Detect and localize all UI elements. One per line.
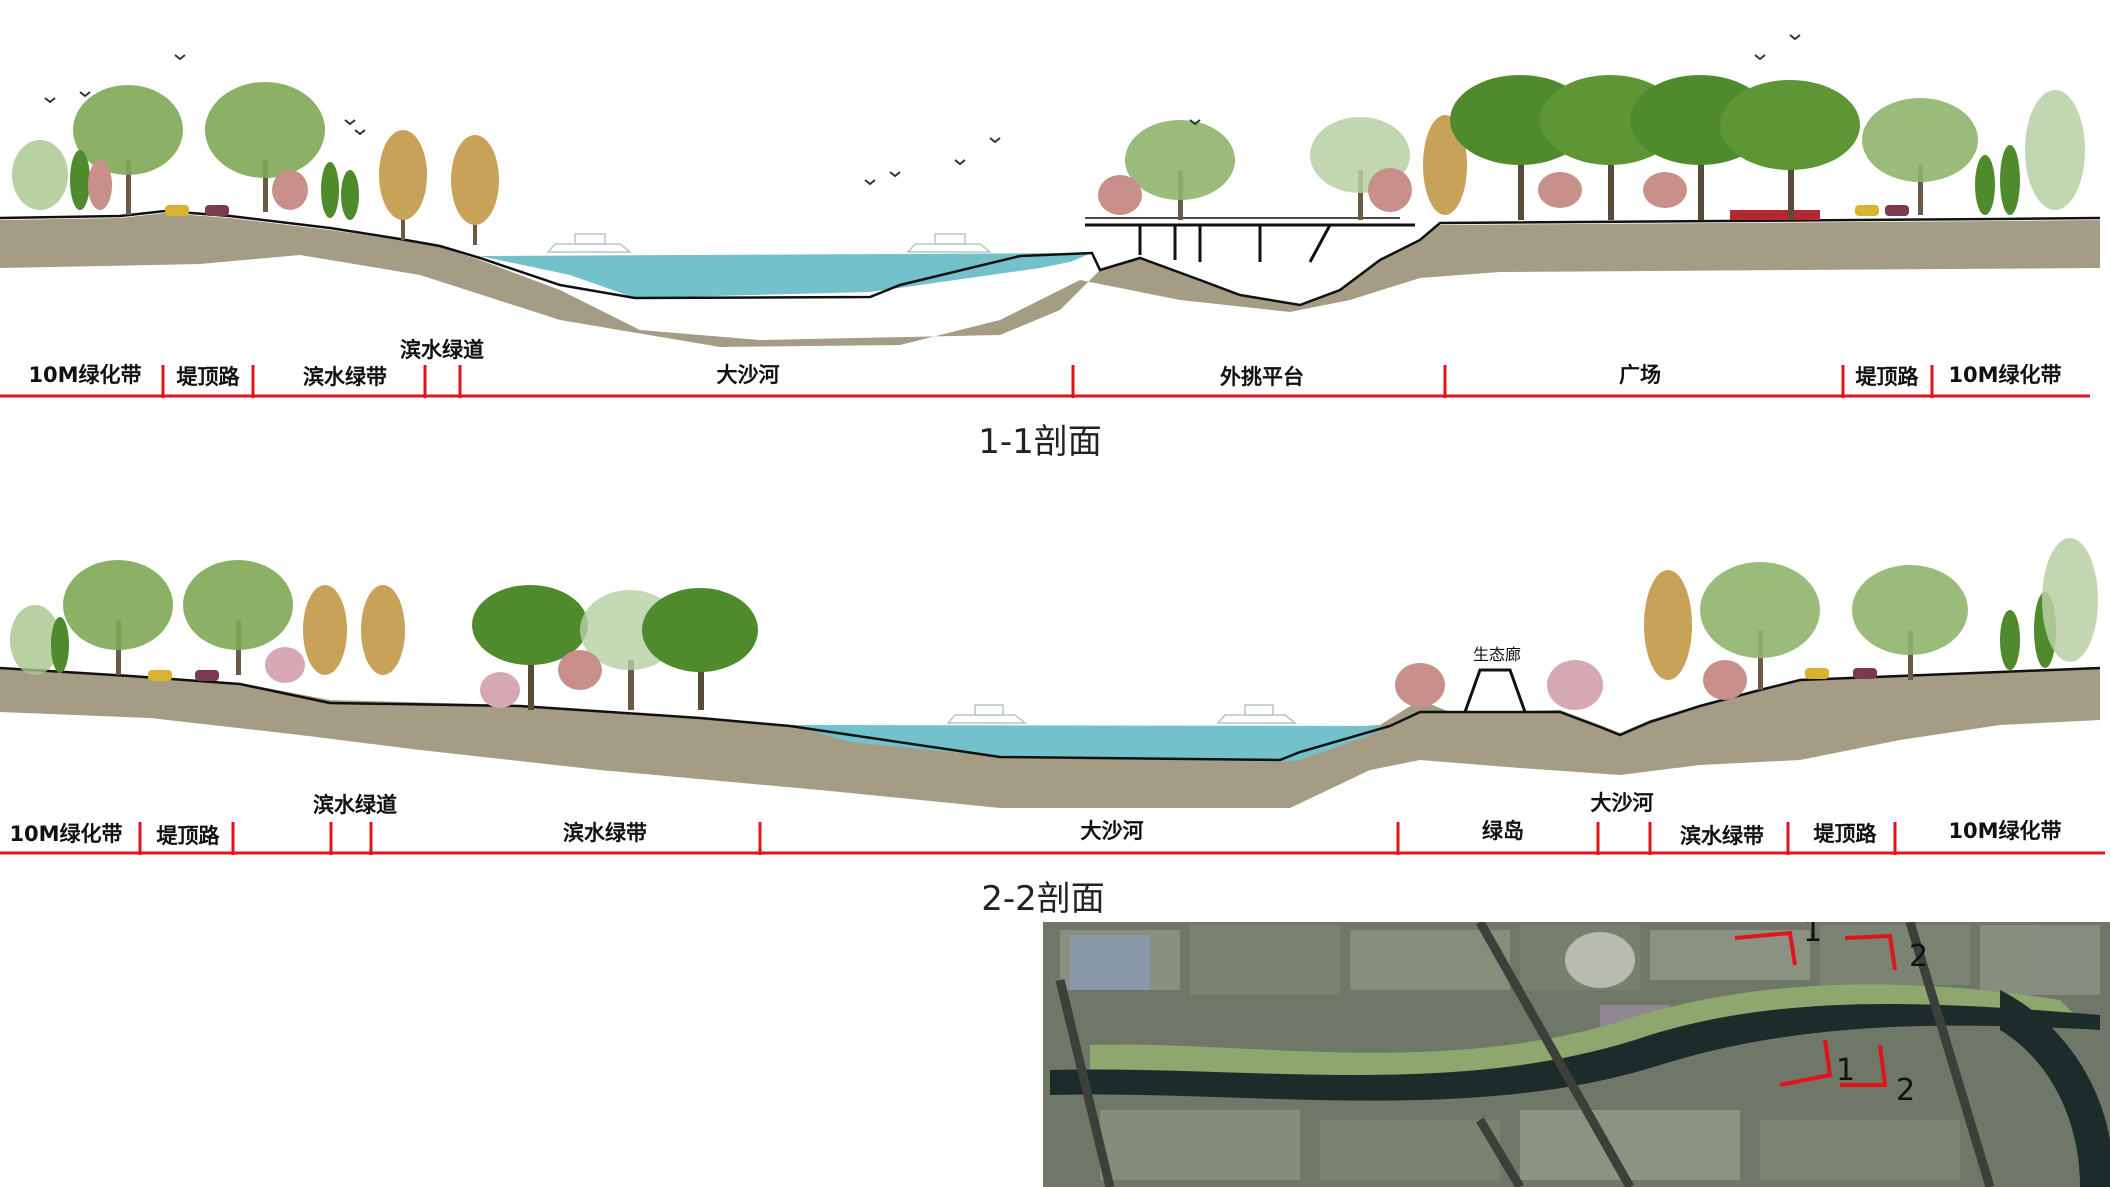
zone-label: 堤顶路 xyxy=(1814,822,1878,846)
tree-icon xyxy=(1368,168,1412,212)
tree-icon xyxy=(642,588,758,710)
section-marker-label: 1 xyxy=(1836,1053,1855,1088)
section-marker-label: 2 xyxy=(1909,939,1928,974)
tree-group-1 xyxy=(12,75,2085,245)
tree-icon xyxy=(1852,565,1968,680)
zone-label: 堤顶路 xyxy=(177,365,241,389)
eco-corridor xyxy=(1463,668,1527,713)
tree-icon xyxy=(205,82,325,212)
boat-icon xyxy=(1216,704,1298,724)
zone-label: 堤顶路 xyxy=(1856,365,1920,389)
tree-icon xyxy=(63,560,173,675)
tree-icon xyxy=(1700,562,1820,690)
key-map: 1 2 1 2 xyxy=(1043,914,2110,1187)
zone-label: 绿岛 xyxy=(1482,819,1524,843)
tree-icon xyxy=(1720,80,1860,220)
zone-label: 滨水绿带 xyxy=(1680,824,1764,848)
car-icon xyxy=(195,670,219,681)
map-river xyxy=(1050,1003,2100,1101)
section-marker-label: 1 xyxy=(1803,914,1822,949)
river-water-1 xyxy=(480,253,1092,298)
section-marker-label: 2 xyxy=(1896,1073,1915,1108)
boat-icon xyxy=(946,704,1028,724)
car-icon xyxy=(205,205,229,216)
zone-label: 堤顶路 xyxy=(157,824,221,848)
eco-corridor-label: 生态廊 xyxy=(1473,645,1521,664)
cantilever-platform xyxy=(1085,217,1415,263)
tree-icon xyxy=(265,647,305,683)
tree-icon xyxy=(341,170,359,220)
tree-icon xyxy=(1644,570,1692,680)
tree-icon xyxy=(183,560,293,675)
section-2-2: 生态廊 xyxy=(0,645,2101,808)
zone-labels-2: 10M绿化带 堤顶路 滨水绿道 滨水绿带 大沙河 绿岛 大沙河 滨水绿带 堤顶路… xyxy=(9,791,2061,848)
car-icon xyxy=(1855,205,1879,216)
zone-label: 外挑平台 xyxy=(1220,365,1304,389)
tree-icon xyxy=(480,672,520,708)
river-bed-line-1 xyxy=(0,209,2101,307)
tree-group-2 xyxy=(10,538,2098,710)
tree-icon xyxy=(361,585,405,675)
tree-icon xyxy=(1975,155,1995,215)
tree-icon xyxy=(272,170,308,210)
car-icon xyxy=(148,670,172,681)
section-title-1: 1-1剖面 xyxy=(978,422,1102,462)
zone-divider-1 xyxy=(0,365,2090,398)
tree-icon xyxy=(558,650,602,690)
zone-label: 大沙河 xyxy=(1591,791,1654,815)
tree-icon xyxy=(1643,172,1687,208)
tree-icon xyxy=(1703,660,1747,700)
tree-icon xyxy=(2042,538,2098,662)
zone-label: 滨水绿道 xyxy=(313,793,397,817)
tree-icon xyxy=(10,605,60,675)
boat-icon xyxy=(906,233,993,253)
tree-icon xyxy=(1423,115,1467,215)
tree-icon xyxy=(379,130,427,240)
zone-label: 广场 xyxy=(1619,363,1661,387)
zone-label: 滨水绿带 xyxy=(303,365,387,389)
tree-icon xyxy=(321,162,339,218)
tree-icon xyxy=(73,85,183,215)
zone-label: 10M绿化带 xyxy=(28,363,141,387)
section-1-1 xyxy=(0,205,2101,347)
tree-icon xyxy=(1538,172,1582,208)
zone-label: 10M绿化带 xyxy=(9,822,122,846)
tree-icon xyxy=(2025,90,2085,210)
tree-icon xyxy=(12,140,68,210)
section-markers xyxy=(1734,930,1897,1087)
zone-labels-1: 10M绿化带 堤顶路 滨水绿带 滨水绿道 大沙河 外挑平台 广场 堤顶路 10M… xyxy=(28,338,2061,389)
bench xyxy=(1730,210,1820,220)
zone-label: 大沙河 xyxy=(1081,819,1144,843)
tree-icon xyxy=(1395,663,1445,707)
tree-icon xyxy=(70,150,90,210)
tree-icon xyxy=(51,617,69,673)
birds xyxy=(44,34,1801,186)
car-icon xyxy=(1805,668,1829,679)
tree-icon xyxy=(1125,120,1235,220)
tree-icon xyxy=(472,585,588,710)
zone-label: 滨水绿带 xyxy=(563,821,647,845)
zone-label: 大沙河 xyxy=(717,363,780,387)
ground-profile-1 xyxy=(0,213,2100,347)
river-bed-line-2 xyxy=(0,666,2101,762)
car-icon xyxy=(1853,668,1877,679)
tree-icon xyxy=(1862,98,1978,215)
tree-icon xyxy=(303,585,347,675)
boat-icon xyxy=(546,233,633,253)
car-icon xyxy=(165,205,189,216)
tree-icon xyxy=(1547,660,1603,710)
zone-divider-2 xyxy=(0,822,2105,855)
zone-label: 滨水绿道 xyxy=(400,338,484,362)
zone-label: 10M绿化带 xyxy=(1948,363,2061,387)
tree-icon xyxy=(2000,610,2020,670)
tree-icon xyxy=(88,160,112,210)
tree-icon xyxy=(1098,175,1142,215)
tree-icon xyxy=(451,135,499,245)
car-icon xyxy=(1885,205,1909,216)
zone-label: 10M绿化带 xyxy=(1948,819,2061,843)
section-title-2: 2-2剖面 xyxy=(981,879,1105,919)
tree-icon xyxy=(2000,145,2020,215)
river-water-2 xyxy=(790,725,1390,762)
